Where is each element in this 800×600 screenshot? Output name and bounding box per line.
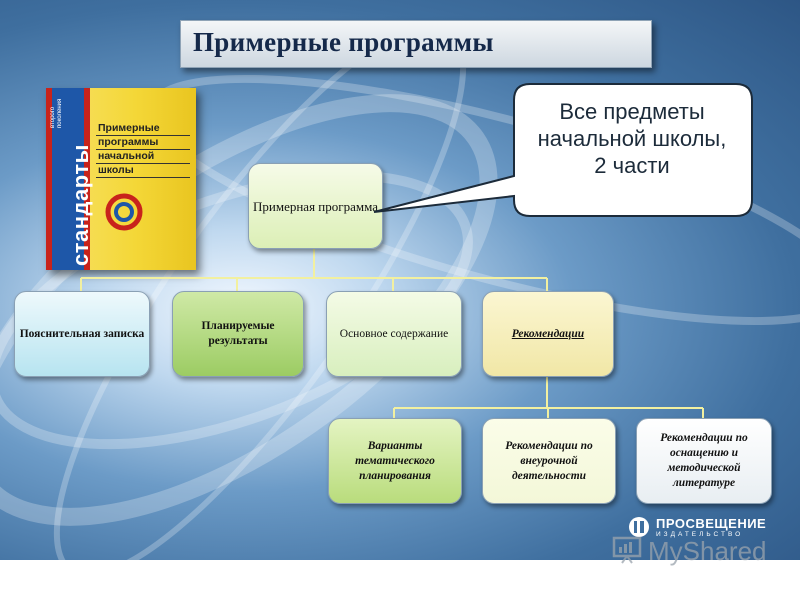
callout-line: начальной школы, — [537, 126, 727, 151]
watermark: MyShared — [612, 534, 767, 571]
publisher-logo: ПРОСВЕЩЕНИЕ ИЗДАТЕЛЬСТВО — [628, 516, 766, 543]
publisher-emblem-icon — [629, 517, 649, 537]
callout-line: Все предметы — [559, 99, 705, 124]
slide-title: Примерные программы — [193, 27, 494, 57]
node-planning-variants: Варианты тематического планирования — [328, 418, 462, 504]
presentation-icon — [612, 536, 642, 564]
slide: Примерные программы стандарты второго по… — [0, 0, 800, 560]
node-recommendations: Рекомендации — [482, 291, 614, 377]
standard-logo-icon — [105, 193, 143, 231]
callout-bubble — [373, 83, 753, 217]
diagram-connectors — [80, 247, 704, 418]
publisher-name: ПРОСВЕЩЕНИЕ — [656, 516, 767, 531]
callout-line: 2 части — [594, 153, 670, 178]
node-extracurricular-recommendations: Рекомендации по внеурочной деятельности — [482, 418, 616, 504]
publisher-subtitle: ИЗДАТЕЛЬСТВО — [656, 531, 744, 538]
book-cover-image: стандарты второго поколения Примерные пр… — [46, 88, 196, 270]
book-title-line: программы — [96, 136, 190, 150]
book-title-line: начальной — [96, 150, 190, 164]
node-explanatory-note: Пояснительная записка — [14, 291, 150, 377]
book-title-line: школы — [96, 164, 190, 178]
node-planned-results: Планируемые результаты — [172, 291, 304, 377]
book-title-line: Примерные — [96, 122, 190, 136]
book-title: Примерные программы начальной школы — [96, 122, 190, 178]
node-main-content: Основное содержание — [326, 291, 462, 377]
callout-text: Все предметы начальной школы, 2 части — [512, 98, 752, 179]
root-node: Примерная программа — [248, 163, 383, 249]
node-equipment-recommendations: Рекомендации по оснащению и методической… — [636, 418, 772, 504]
watermark-text: MyShared — [648, 536, 767, 566]
title-bar: Примерные программы — [180, 20, 652, 68]
book-spine-blue — [52, 88, 84, 270]
